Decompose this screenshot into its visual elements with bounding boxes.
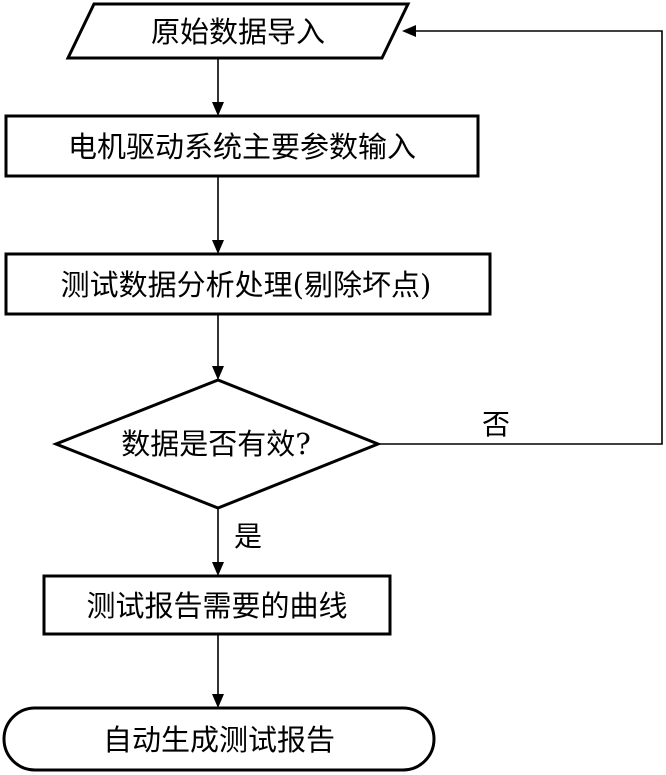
- node-params-input-label: 电机驱动系统主要参数输入: [68, 130, 416, 164]
- rectangle-shape: [4, 114, 480, 178]
- node-generate-report-label: 自动生成测试报告: [103, 723, 335, 757]
- node-generate-report: 自动生成测试报告: [2, 706, 436, 772]
- edge-no-label: 否: [482, 408, 510, 441]
- arrow-down-icon: [212, 562, 224, 576]
- arrow-down-icon: [212, 366, 224, 380]
- arrow-down-icon: [212, 102, 224, 116]
- node-params-input: 电机驱动系统主要参数输入: [4, 114, 480, 178]
- node-report-curves-label: 测试报告需要的曲线: [86, 589, 347, 623]
- node-data-import: 原始数据导入: [65, 2, 411, 60]
- node-data-import-label: 原始数据导入: [151, 15, 325, 49]
- node-report-curves: 测试报告需要的曲线: [42, 574, 392, 636]
- node-data-analysis-label: 测试数据分析处理(剔除坏点): [61, 268, 432, 302]
- edge-no-loop-back: [378, 30, 663, 445]
- edge-yes-label: 是: [234, 520, 262, 553]
- rectangle-shape: [4, 252, 492, 316]
- arrow-down-icon: [212, 694, 224, 708]
- node-data-analysis: 测试数据分析处理(剔除坏点): [4, 252, 492, 316]
- parallelogram-shape: [65, 2, 411, 60]
- rectangle-shape: [42, 574, 392, 636]
- terminal-shape: [2, 706, 436, 772]
- arrow-down-icon: [212, 240, 224, 254]
- node-validity-decision-label: 数据是否有效?: [121, 427, 311, 461]
- node-validity-decision: 数据是否有效?: [51, 378, 383, 510]
- arrow-left-icon: [402, 25, 416, 37]
